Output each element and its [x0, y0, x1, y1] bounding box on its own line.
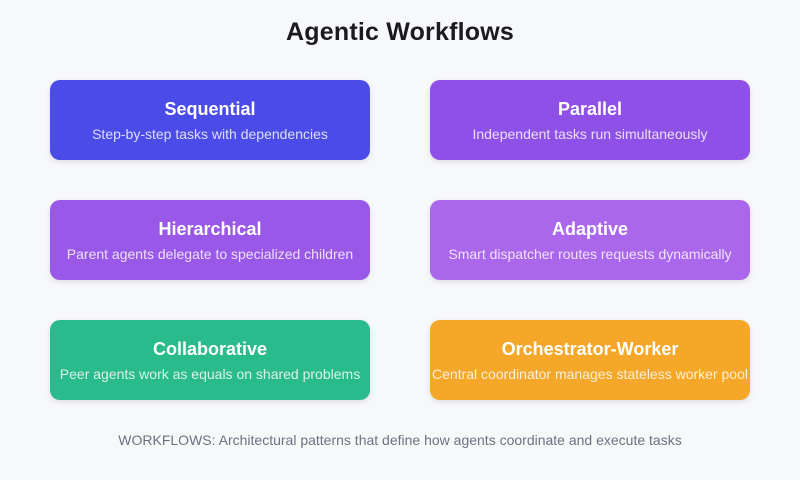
page-title: Agentic Workflows [286, 18, 514, 46]
card-adaptive: Adaptive Smart dispatcher routes request… [430, 200, 750, 280]
card-orchestrator-worker-subtitle: Central coordinator manages stateless wo… [432, 365, 748, 382]
card-sequential-subtitle: Step-by-step tasks with dependencies [92, 125, 328, 142]
card-hierarchical-subtitle: Parent agents delegate to specialized ch… [66, 245, 354, 262]
card-collaborative: Collaborative Peer agents work as equals… [50, 320, 370, 400]
card-parallel: Parallel Independent tasks run simultane… [430, 80, 750, 160]
card-hierarchical-title: Hierarchical [158, 218, 262, 239]
card-sequential: Sequential Step-by-step tasks with depen… [50, 80, 370, 160]
card-adaptive-subtitle: Smart dispatcher routes requests dynamic… [448, 245, 732, 262]
card-hierarchical: Hierarchical Parent agents delegate to s… [50, 200, 370, 280]
card-parallel-subtitle: Independent tasks run simultaneously [472, 125, 708, 142]
card-orchestrator-worker: Orchestrator-Worker Central coordinator … [430, 320, 750, 400]
card-collaborative-subtitle: Peer agents work as equals on shared pro… [59, 365, 361, 382]
card-sequential-title: Sequential [164, 98, 256, 119]
card-adaptive-title: Adaptive [551, 218, 629, 239]
cards-grid: Sequential Step-by-step tasks with depen… [50, 80, 750, 400]
footer-caption: WORKFLOWS: Architectural patterns that d… [118, 432, 682, 448]
card-parallel-title: Parallel [557, 98, 623, 119]
card-collaborative-title: Collaborative [152, 338, 268, 359]
card-orchestrator-worker-title: Orchestrator-Worker [501, 338, 679, 359]
